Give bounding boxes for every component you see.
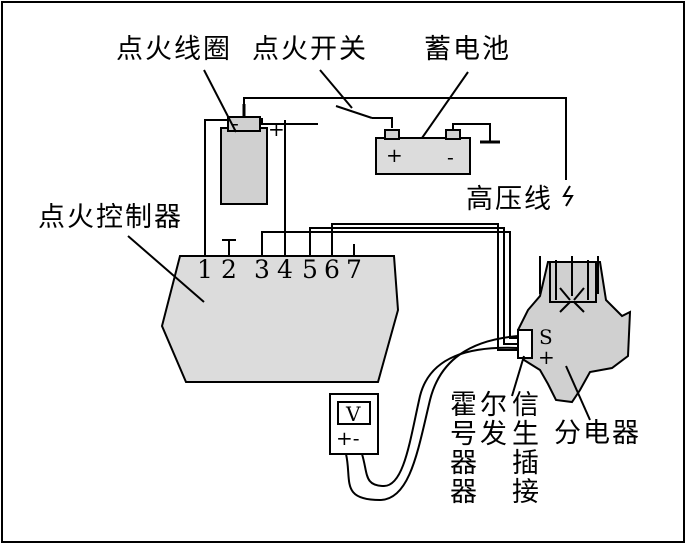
svg-text:器: 器: [450, 448, 479, 479]
battery: + -: [375, 123, 500, 175]
distributor-body: [516, 261, 632, 404]
distributor: S +: [516, 256, 632, 404]
controller-hall-wire-b: [309, 227, 526, 345]
terminal-6-label: 6: [324, 255, 340, 284]
leader-battery: [421, 71, 469, 139]
voltmeter: V +-: [329, 335, 519, 502]
svg-text:信: 信: [512, 390, 541, 421]
leader-ignition-controller: [127, 235, 205, 303]
spark-icon: [562, 185, 574, 207]
hall-s-symbol: S: [539, 325, 553, 349]
battery-positive-post: [384, 129, 400, 140]
voltmeter-polarity-symbol: +-: [336, 426, 360, 450]
svg-text:插: 插: [512, 448, 541, 479]
voltmeter-display: [337, 401, 371, 425]
label-high-voltage-wire: 高压线: [466, 184, 553, 215]
coil-plus-symbol: +: [268, 117, 285, 141]
label-ignition-coil: 点火线圈: [116, 34, 232, 65]
leader-ignition-switch: [319, 69, 353, 109]
label-ignition-switch: 点火开关: [252, 34, 368, 65]
label-distributor: 分电器: [554, 418, 641, 449]
battery-plus-symbol: +: [386, 143, 403, 167]
svg-text:霍: 霍: [450, 390, 479, 421]
hall-plus-symbol: +: [538, 345, 555, 369]
leader-distributor: [565, 365, 591, 421]
svg-text:接: 接: [512, 477, 541, 508]
ignition-switch: [243, 97, 567, 180]
terminal-2-label: 2: [221, 255, 237, 284]
ignition-coil: - +: [220, 104, 285, 205]
label-hall-signal-plug: 霍 号 器 器 尔 发 信 生 插 接: [450, 390, 541, 508]
voltmeter-v-symbol: V: [345, 402, 361, 426]
terminal-1-to-coil-wire: [204, 119, 228, 243]
battery-minus-symbol: -: [447, 145, 454, 169]
svg-text:尔: 尔: [480, 390, 509, 421]
controller-hall-wire-c: [331, 223, 526, 351]
ignition-controller: 1 2 3 4 5 6 7: [160, 120, 400, 383]
label-ignition-controller: 点火控制器: [38, 202, 183, 233]
ignition-coil-body: [220, 127, 268, 205]
ignition-controller-body: [160, 255, 400, 383]
hall-plug: [517, 329, 533, 359]
battery-ground-wire: [452, 123, 491, 142]
svg-text:生: 生: [512, 419, 541, 450]
switch-blade: [335, 105, 373, 119]
label-battery: 蓄电池: [424, 34, 511, 65]
terminal-3-label: 3: [254, 255, 270, 284]
high-voltage-wire-line: [243, 97, 567, 180]
battery-negative-post: [445, 129, 461, 140]
switch-to-coil-wire: [261, 118, 318, 125]
terminal-5-label: 5: [302, 255, 318, 284]
svg-text:号: 号: [450, 419, 479, 450]
voltmeter-lead-negative: [361, 346, 519, 488]
leader-hall-signal-plug: [511, 355, 525, 397]
coil-minus-symbol: -: [232, 111, 239, 135]
svg-text:发: 发: [480, 419, 509, 450]
switch-to-battery-wire: [372, 117, 393, 128]
terminal-4-label: 4: [277, 255, 293, 284]
terminal-1-label: 1: [197, 255, 213, 284]
controller-hall-wire-a: [261, 231, 526, 339]
svg-text:器: 器: [450, 477, 479, 508]
leader-ignition-coil: [203, 69, 237, 133]
terminal-7-label: 7: [346, 255, 362, 284]
